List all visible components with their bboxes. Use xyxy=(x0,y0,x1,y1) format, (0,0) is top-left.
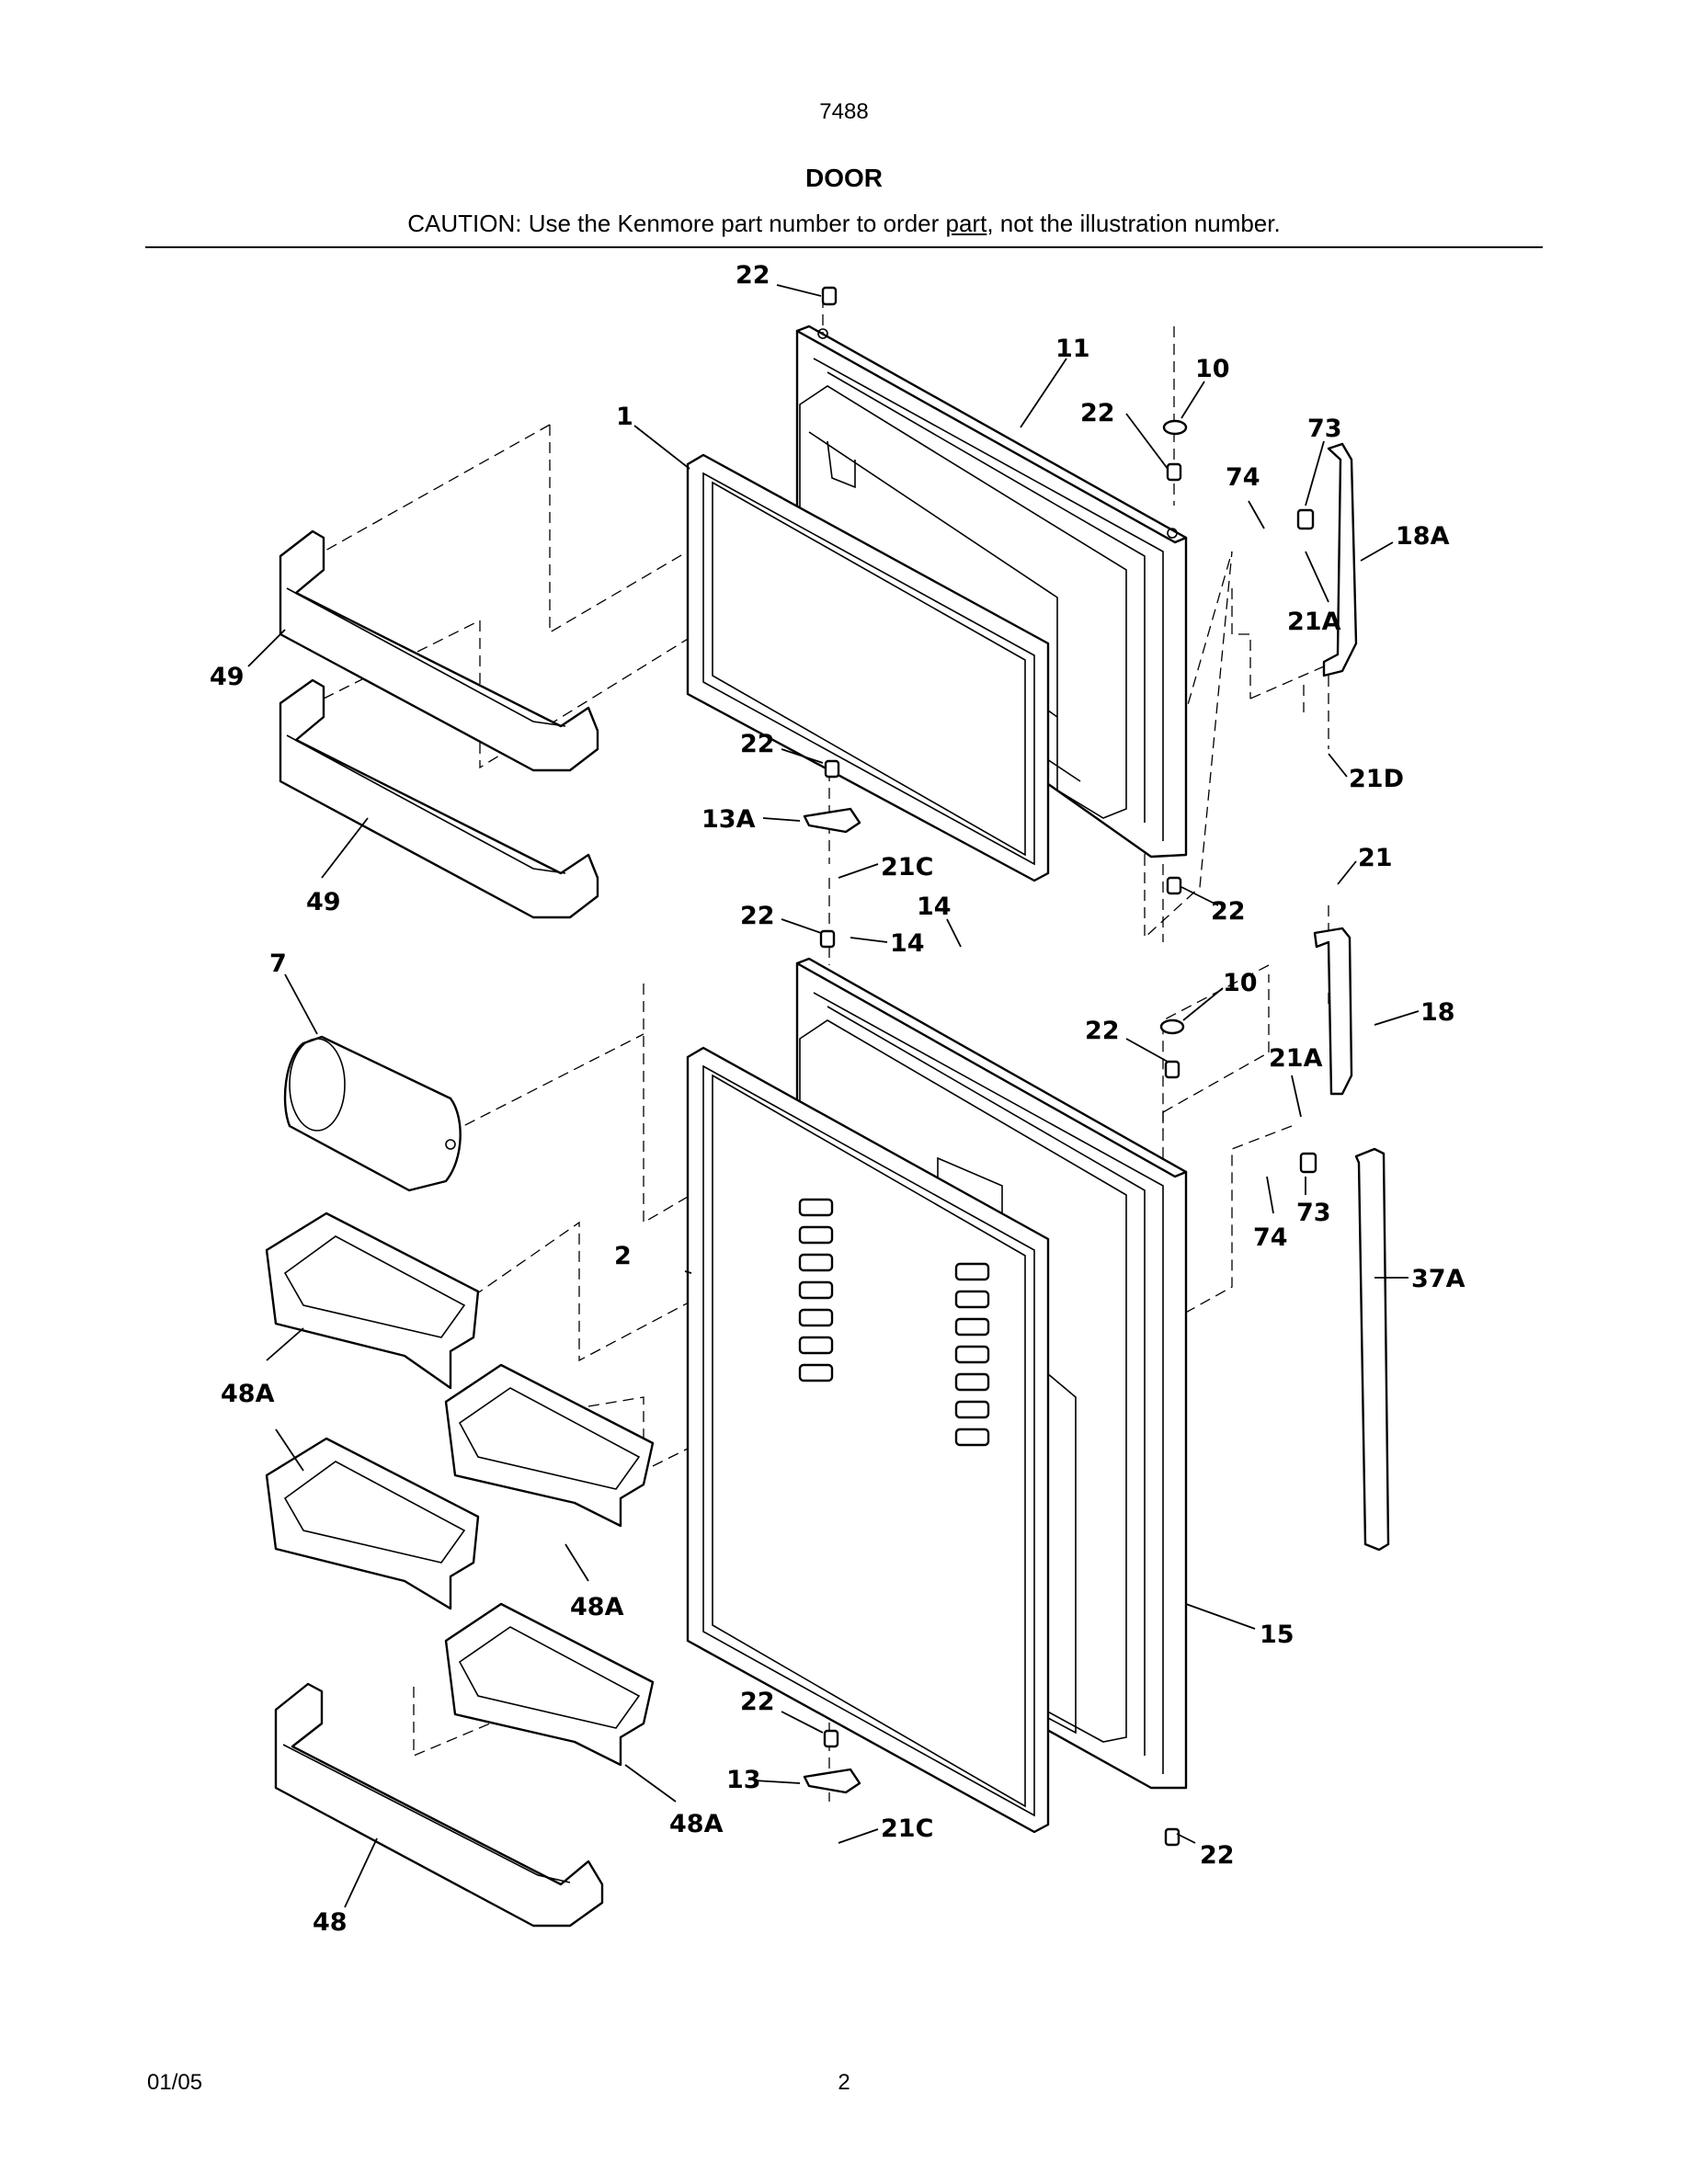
callout-15: 15 xyxy=(1260,1621,1295,1649)
callout-48: 48 xyxy=(313,1908,348,1937)
callout-48A-mid: 48A xyxy=(570,1593,624,1621)
dairy-door-7 xyxy=(283,1035,462,1192)
callout-18A: 18A xyxy=(1396,522,1450,551)
callout-labels: 22 11 10 22 73 74 18A 21A 1 49 49 22 13A… xyxy=(210,261,1466,1937)
callout-7: 7 xyxy=(269,950,287,978)
callout-2: 2 xyxy=(614,1242,632,1270)
callout-22-upper-door-bottom: 22 xyxy=(1211,897,1246,926)
fresh-food-door-gasket-2 xyxy=(686,1046,1050,1834)
door-shelf-ribs xyxy=(798,1198,990,1447)
callout-18: 18 xyxy=(1420,998,1455,1027)
shelf-bar-49-upper xyxy=(279,529,599,772)
freezer-door-gasket-1 xyxy=(686,453,1050,882)
callout-22-lower-door-top: 22 xyxy=(740,902,775,930)
footer-page-number: 2 xyxy=(838,2070,850,2095)
callout-21A-upper: 21A xyxy=(1287,608,1341,636)
callout-74-upper: 74 xyxy=(1226,463,1260,492)
callout-22-upper-right: 22 xyxy=(1080,399,1115,427)
hinge-plate-13 xyxy=(803,1768,861,1794)
hinge-cover-37A xyxy=(1354,1147,1390,1552)
hardware xyxy=(819,286,1317,1847)
callout-21C-lower: 21C xyxy=(881,1814,933,1843)
callout-10-upper: 10 xyxy=(1195,355,1230,383)
door-bin-48A-1 xyxy=(265,1211,480,1390)
door-bin-48A-4 xyxy=(444,1602,655,1767)
callout-14-b: 14 xyxy=(890,929,925,958)
callout-leaders xyxy=(247,284,1420,1908)
page-code: 7488 xyxy=(819,99,869,124)
callout-37A: 37A xyxy=(1411,1265,1466,1293)
header-rule xyxy=(145,246,1543,248)
caution-underlined-word: part xyxy=(945,210,987,237)
door-bin-48A-2 xyxy=(444,1363,655,1528)
callout-48A-bottom: 48A xyxy=(669,1810,724,1838)
page-title: DOOR xyxy=(805,164,883,192)
callout-21C-upper: 21C xyxy=(881,853,933,882)
hinge-18 xyxy=(1313,927,1353,1096)
callout-49-lower: 49 xyxy=(306,888,341,916)
callout-21: 21 xyxy=(1358,844,1393,872)
door-bin-48A-3 xyxy=(265,1437,480,1610)
callout-1: 1 xyxy=(616,403,633,431)
hinge-plate-13A xyxy=(803,807,861,834)
callout-49-upper: 49 xyxy=(210,663,245,691)
callout-14-a: 14 xyxy=(917,893,952,921)
shelf-bar-49-lower xyxy=(279,678,599,919)
callout-13: 13 xyxy=(726,1766,761,1794)
shelf-bar-48 xyxy=(274,1682,604,1928)
callout-74-lower: 74 xyxy=(1253,1223,1288,1252)
callout-22-lower-door-bottom: 22 xyxy=(1200,1841,1235,1870)
callout-22-lower-right: 22 xyxy=(1085,1017,1120,1045)
callout-10-lower: 10 xyxy=(1223,969,1258,997)
callout-73-upper: 73 xyxy=(1307,415,1342,443)
callout-22-mid: 22 xyxy=(740,730,775,758)
callout-21D: 21D xyxy=(1349,765,1404,793)
callout-22-top: 22 xyxy=(736,261,770,290)
footer-date: 01/05 xyxy=(147,2070,203,2095)
caution-suffix: , not the illustration number. xyxy=(987,210,1281,237)
caution-note: CAUTION: Use the Kenmore part number to … xyxy=(0,210,1688,238)
caution-prefix: CAUTION: Use the Kenmore part number to … xyxy=(407,210,946,237)
assembly-dashed-lines xyxy=(323,297,1329,1802)
callout-22-bottom-mid: 22 xyxy=(740,1688,775,1716)
callout-21A-lower: 21A xyxy=(1269,1044,1323,1073)
callout-13A: 13A xyxy=(701,805,756,834)
callout-11: 11 xyxy=(1055,335,1090,363)
hinge-18A xyxy=(1322,442,1358,677)
callout-73-lower: 73 xyxy=(1296,1199,1331,1227)
callout-48A-left: 48A xyxy=(221,1380,275,1408)
